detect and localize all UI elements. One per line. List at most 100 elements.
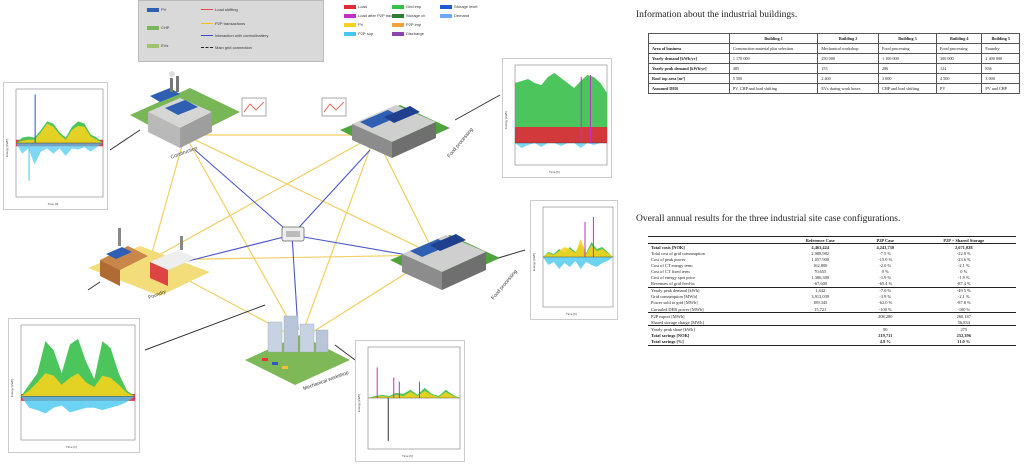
table-cell: 153: [817, 63, 879, 74]
table-cell: 2,988,982: [811, 250, 829, 256]
mechanical-workshop-icon: [245, 315, 350, 385]
table-cell: 56,834: [957, 319, 970, 325]
series-legend-item: P2P imp: [392, 22, 421, 27]
table-cell: -7.0 %: [859, 286, 912, 294]
energy-community-diagram: PV CHP EVs Load shifting P2P transaction…: [3, 0, 618, 462]
table-cell: Curtailed DER power [MWh]: [651, 306, 704, 312]
table-cell: 252,396: [956, 332, 971, 338]
table-cell: 162,800: [813, 262, 828, 268]
legend-item-ev: EVs: [147, 43, 168, 48]
table-cell: 4.9 %: [859, 338, 912, 346]
chart-ylabel: Energy [kWh]: [5, 138, 10, 158]
series-area: [21, 396, 135, 414]
table-cell: -23.6 %: [956, 256, 971, 262]
table-cell: Cost of CT energy term: [651, 262, 693, 268]
series-legend-item: Storage level: [440, 4, 477, 9]
table-cell: -1.9 %: [957, 275, 970, 281]
table-cell: 4 500: [936, 73, 983, 84]
table-cell: 300 000: [936, 53, 983, 64]
construction-site-icon: [130, 71, 240, 148]
table-cell: [781, 312, 860, 320]
table-cell: PV: [936, 83, 983, 94]
info-header-cell: Building 4: [936, 33, 983, 44]
legend-item-pv: PV: [147, 7, 166, 12]
series-area: [368, 390, 460, 398]
legend-panel: PV CHP EVs Load shifting P2P transaction…: [138, 0, 324, 62]
table-row: Total savings [%] 4.9 %11.0 %: [648, 338, 1016, 346]
chart-xlabel: Time [h]: [402, 454, 413, 458]
table-cell: Yearly demand [kWh/yr]: [648, 53, 730, 64]
mini-chart-svg: [15, 88, 104, 198]
chp-icon: [147, 25, 159, 30]
legend-swatch: [344, 31, 356, 36]
results-header-cell: P2P Case: [859, 235, 912, 245]
table-row: Grid consumption [MWh]3,912,039-3.9 %-2.…: [648, 294, 1016, 300]
table-row: Shared storage charge [MWh]56,834: [648, 319, 1016, 326]
table-cell: Total savings [%]: [648, 338, 782, 346]
food-processing-lower-icon: [390, 234, 500, 290]
info-header-cell: Building 5: [981, 33, 1020, 44]
table-cell: -22.8 %: [956, 250, 971, 256]
table-cell: -87.8 %: [956, 300, 971, 306]
chart-foundry: Energy [kWh]Time [h]: [8, 318, 140, 453]
series-legend-item: Demand: [440, 13, 469, 18]
table-cell: 4,243,730: [876, 244, 895, 250]
table-cell: EVs during work hours: [817, 83, 879, 94]
table-cell: -65.4 %: [878, 281, 893, 287]
table-cell: 485: [728, 63, 819, 74]
table-cell: Cost of peak power: [651, 256, 686, 262]
connection-lines: [87, 71, 526, 385]
info-header-cell: Building 1: [728, 33, 819, 44]
chart-ylabel: Energy [kWh]: [10, 378, 15, 397]
table-cell: 1,442: [781, 286, 860, 294]
table-cell: Construction material plus selection: [728, 43, 819, 54]
chart-food-lower: Energy [kWh]Time [h]: [530, 200, 618, 320]
table-row: Curtailed DER power [MWh]15,721-100 %-10…: [648, 306, 1016, 313]
series-area: [16, 143, 103, 165]
results-header-cell: Reference Case: [781, 235, 860, 245]
table-cell: 1 100 000: [877, 53, 938, 64]
table-cell: 260,187: [911, 312, 1016, 320]
table-cell: 11.0 %: [911, 338, 1016, 346]
foundry-site-icon: [88, 228, 210, 296]
table-cell: -2.1 %: [957, 262, 970, 268]
table-row: Power sold to grid [MWh]189,345-62.0 %-8…: [648, 300, 1016, 306]
series-legend-item: Load: [344, 4, 367, 9]
table-cell: 1,386,300: [811, 275, 829, 281]
mini-chart-svg: [20, 324, 136, 441]
info-table-caption: Information about the industrial buildin…: [636, 10, 798, 20]
ev-icon: [147, 43, 159, 48]
chart-mechanical: Energy [kWh]Time [h]: [355, 340, 465, 462]
table-cell: -3.9 %: [879, 294, 892, 300]
series-legend-item: Load after P2P trade: [344, 13, 395, 18]
series-area: [543, 257, 613, 269]
table-cell: Grid consumption [MWh]: [651, 294, 698, 300]
table-cell: 208,280: [859, 312, 912, 320]
table-cell: 3 000: [877, 73, 938, 84]
info-header-cell: Building 3: [877, 33, 938, 44]
chart-xlabel: Time [h]: [47, 202, 59, 206]
table-cell: CHP and load shifting: [877, 83, 938, 94]
chart-xlabel: Time [h]: [566, 312, 577, 316]
table-row: Yearly peak demand [kWh]1,442-7.0 %-49.5…: [648, 286, 1016, 294]
chart-xlabel: Time [h]: [549, 170, 560, 174]
table-cell: Cost of energy spot price: [651, 275, 696, 281]
series-area: [543, 239, 613, 257]
table-cell: 5 500: [728, 73, 819, 84]
table-cell: 189,345: [813, 300, 828, 306]
table-cell: Cost of CT fixed term: [651, 269, 690, 275]
table-cell: 286: [877, 63, 938, 74]
series-legend-item: Discharge: [392, 31, 424, 36]
